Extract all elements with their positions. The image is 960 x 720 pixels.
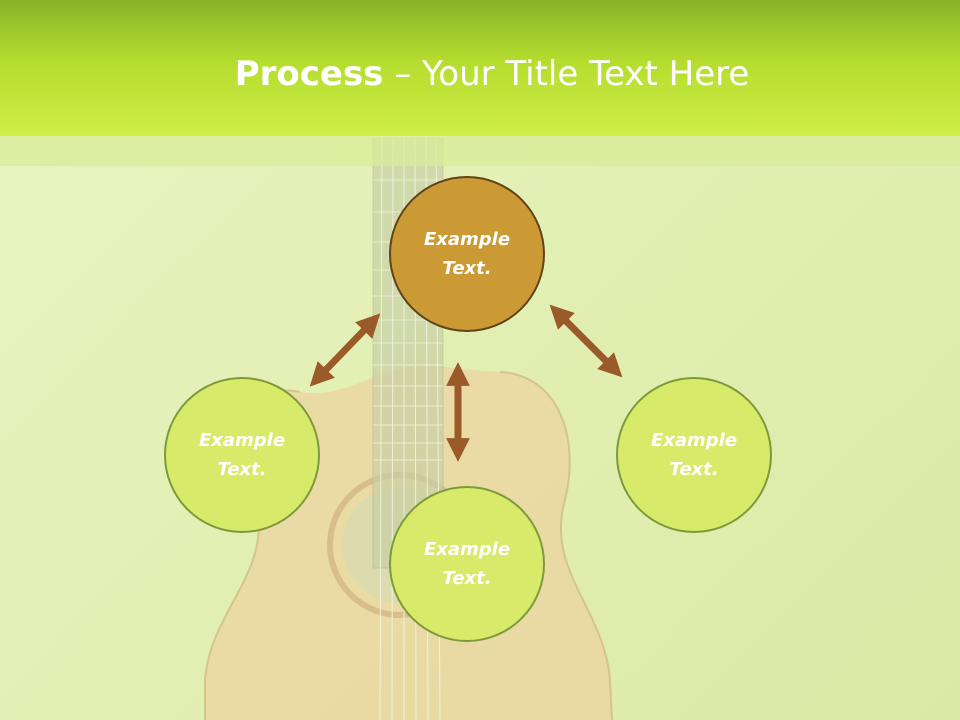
arrow-top-right bbox=[549, 304, 623, 378]
arrow-top-left bbox=[309, 313, 381, 387]
title-bar bbox=[0, 0, 960, 136]
slide-title: Process – Your Title Text Here bbox=[0, 52, 960, 96]
title-rest-text: – Your Title Text Here bbox=[383, 54, 750, 94]
title-bar-strip bbox=[0, 136, 960, 166]
title-bold-text: Process bbox=[234, 54, 384, 94]
